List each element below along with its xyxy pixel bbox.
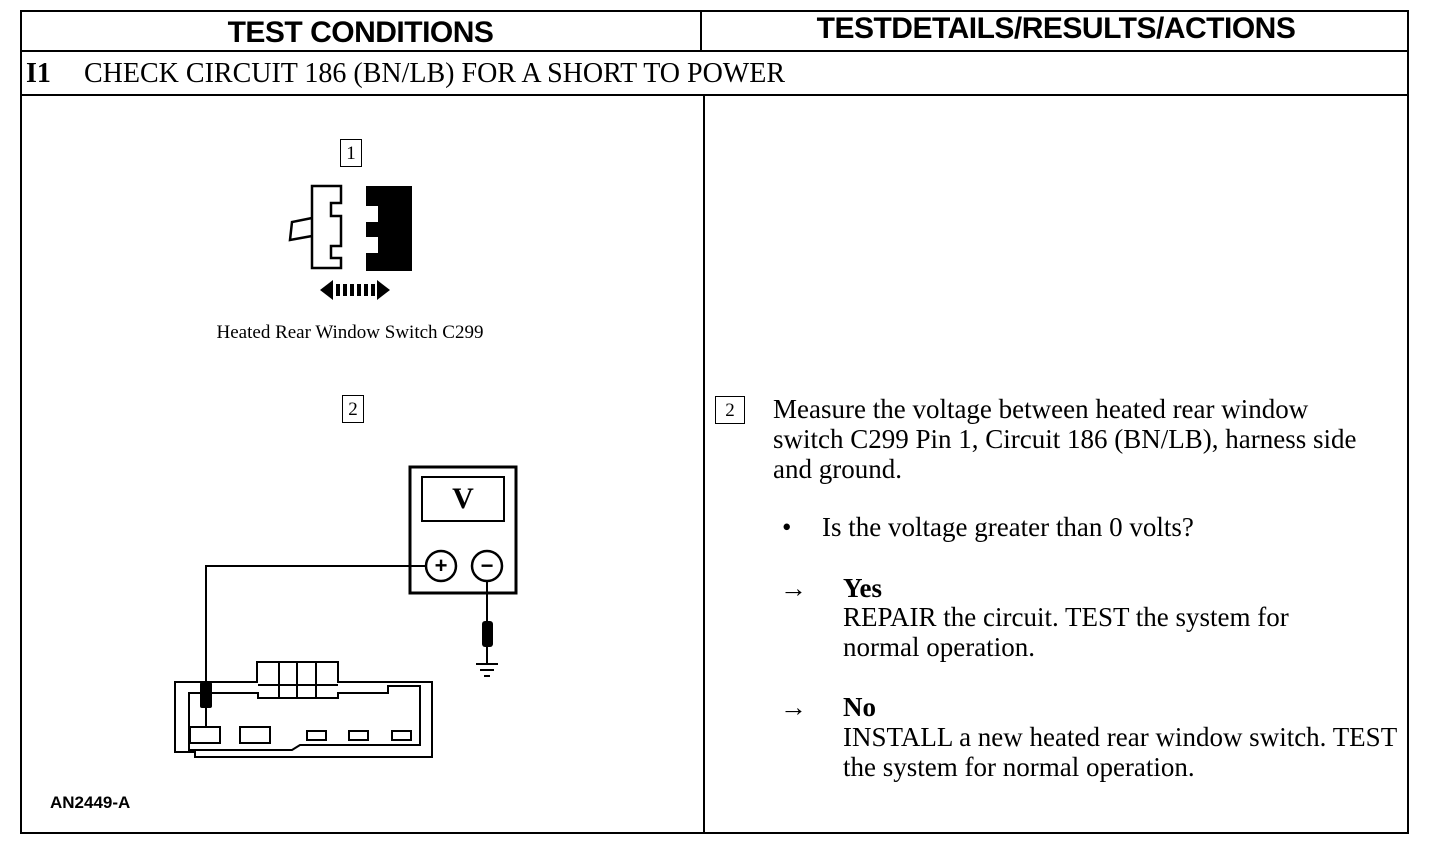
- callout-2: 2: [342, 395, 364, 423]
- disconnect-arrow-icon: [320, 280, 390, 300]
- ground-symbol-icon: [476, 663, 498, 677]
- header-test-conditions: TEST CONDITIONS: [227, 16, 494, 49]
- header-test-details: TESTDETAILS/RESULTS/ACTIONS: [816, 12, 1296, 45]
- connector-caption: Heated Rear Window Switch C299: [216, 322, 484, 343]
- instruction-text: Measure the voltage between heated rear …: [773, 394, 1357, 484]
- figure-id: AN2449-A: [50, 793, 131, 812]
- no-label: No: [843, 692, 876, 722]
- callout-right-2: 2: [715, 396, 745, 424]
- step-title: I1 CHECK CIRCUIT 186 (BN/LB) FOR A SHORT …: [26, 58, 785, 90]
- step-title-text: CHECK CIRCUIT 186 (BN/LB) FOR A SHORT TO…: [84, 58, 786, 89]
- step-id: I1: [26, 58, 51, 89]
- question-text: Is the voltage greater than 0 volts?: [822, 512, 1194, 542]
- no-arrow-icon: →: [780, 692, 807, 722]
- table-frame: [20, 10, 1409, 834]
- yes-action-text: REPAIR the circuit. TEST the system for …: [843, 602, 1289, 662]
- no-action-text: INSTALL a new heated rear window switch.…: [843, 722, 1397, 782]
- meter-plus-terminal: +: [434, 553, 448, 578]
- callout-1: 1: [340, 139, 362, 167]
- yes-arrow-icon: →: [780, 573, 807, 603]
- meter-display-label: V: [452, 482, 474, 515]
- harness-connector-c299: [174, 661, 433, 758]
- yes-label: Yes: [843, 573, 882, 603]
- question-bullet: •: [782, 512, 792, 542]
- meter-minus-terminal: −: [480, 553, 494, 578]
